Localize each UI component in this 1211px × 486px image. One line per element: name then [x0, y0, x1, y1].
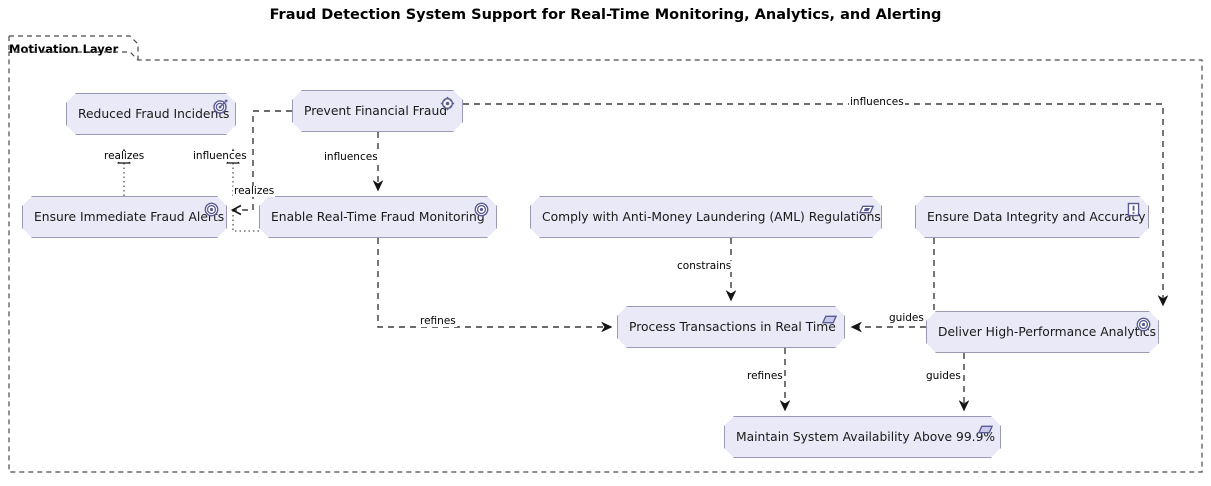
page-title: Fraud Detection System Support for Real-… — [269, 7, 942, 23]
node-comply-with-aml-regulations[interactable]: Comply with Anti-Money Laundering (AML) … — [530, 196, 882, 238]
node-prevent-financial-fraud[interactable]: Prevent Financial Fraud — [292, 90, 463, 132]
requirement-icon — [822, 312, 837, 327]
node-label: Ensure Data Integrity and Accuracy — [927, 209, 1146, 224]
goal-icon — [213, 99, 228, 114]
node-maintain-system-availability[interactable]: Maintain System Availability Above 99.9% — [724, 416, 1001, 458]
edge-label-constrains: constrains — [676, 260, 733, 272]
node-reduced-fraud-incidents[interactable]: Reduced Fraud Incidents — [66, 93, 236, 135]
edge-label-influences-1: influences — [192, 150, 248, 162]
node-label: Deliver High-Performance Analytics — [938, 324, 1157, 339]
node-label: Comply with Anti-Money Laundering (AML) … — [542, 209, 881, 224]
edge-label-influences-3: influences — [849, 96, 905, 108]
edge-label-influences-2: influences — [323, 151, 379, 163]
edge-label-guides-2: guides — [925, 370, 962, 382]
node-enable-real-time-fraud-monitoring[interactable]: Enable Real-Time Fraud Monitoring — [259, 196, 497, 238]
node-label: Enable Real-Time Fraud Monitoring — [271, 209, 485, 224]
layer-label: Motivation Layer — [9, 42, 119, 56]
outcome-icon — [1136, 317, 1151, 332]
edge-monitoring-refines-process — [377, 238, 611, 327]
edge-label-realizes-1: realizes — [103, 150, 146, 162]
node-ensure-immediate-fraud-alerts[interactable]: Ensure Immediate Fraud Alerts — [22, 196, 227, 238]
node-label: Prevent Financial Fraud — [304, 103, 448, 118]
principle-icon — [1126, 202, 1141, 217]
edge-realizes-alerts-path — [232, 210, 259, 232]
edge-label-guides-1: guides — [888, 312, 925, 324]
node-deliver-high-performance-analytics[interactable]: Deliver High-Performance Analytics — [926, 311, 1159, 353]
edge-label-realizes-2: realizes — [233, 185, 276, 197]
edge-label-refines-2: refines — [746, 370, 784, 382]
outcome-icon — [474, 202, 489, 217]
driver-icon — [440, 96, 455, 111]
edge-label-refines-1: refines — [419, 315, 457, 327]
node-label: Process Transactions in Real Time — [629, 319, 836, 334]
requirement-icon — [978, 422, 993, 437]
node-ensure-data-integrity-and-accuracy[interactable]: Ensure Data Integrity and Accuracy — [915, 196, 1149, 238]
outcome-icon — [204, 202, 219, 217]
node-label: Ensure Immediate Fraud Alerts — [34, 209, 225, 224]
requirement-icon — [859, 202, 874, 217]
node-label: Maintain System Availability Above 99.9% — [736, 429, 996, 444]
node-label: Reduced Fraud Incidents — [78, 106, 230, 121]
node-process-transactions-in-real-time[interactable]: Process Transactions in Real Time — [617, 306, 845, 348]
